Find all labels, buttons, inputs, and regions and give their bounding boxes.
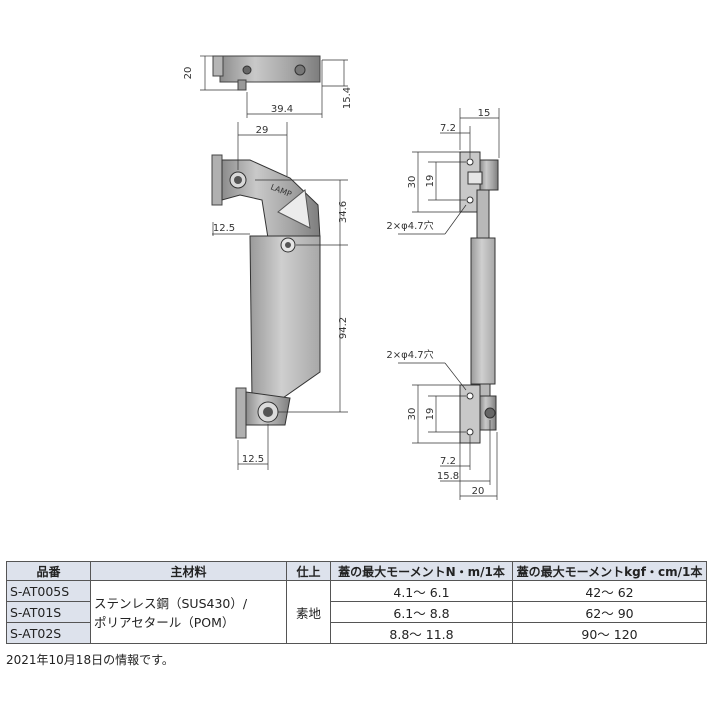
table-row: S-AT02S 8.8～ 11.8 90～ 120 (6, 622, 707, 644)
front-dim-upper-offset: 12.5 (213, 223, 235, 234)
side-dim-lower-height: 30 (407, 408, 418, 421)
material-cell: ステンレス鋼（SUS430）/ ポリアセタール（POM） (90, 580, 287, 644)
side-dim-bottom-offset2: 15.8 (437, 471, 459, 482)
side-dim-top-width: 15 (478, 108, 491, 119)
part-number: S-AT01S (6, 601, 91, 623)
header-finish: 仕上 (286, 561, 331, 581)
material-line2: ポリアセタール（POM） (94, 615, 235, 630)
header-moment-kgf: 蓋の最大モーメントkgf・cm/1本 (512, 561, 707, 581)
front-dim-lower-offset: 12.5 (242, 454, 264, 465)
part-number: S-AT005S (6, 580, 91, 602)
technical-drawing: 20 39.4 15.4 LAMP 29 12.5 (183, 55, 500, 500)
side-dim-lower-inner: 19 (425, 408, 436, 421)
moment-kgf: 90～ 120 (512, 622, 707, 644)
front-dim-top-width: 29 (256, 125, 269, 136)
finish-cell: 素地 (286, 580, 331, 644)
side-dim-top-offset: 7.2 (440, 123, 456, 134)
header-moment-nm: 蓋の最大モーメントN・m/1本 (330, 561, 513, 581)
part-number: S-AT02S (6, 622, 91, 644)
table-row: S-AT005S ステンレス鋼（SUS430）/ ポリアセタール（POM） 素地… (6, 580, 707, 644)
side-dim-lower-hole: 2×φ4.7穴 (386, 348, 433, 361)
top-dim-offset: 15.4 (342, 87, 353, 109)
top-dim-height: 20 (183, 67, 194, 80)
side-dim-bottom-offset: 7.2 (440, 456, 456, 467)
top-view: 20 39.4 15.4 (183, 55, 353, 118)
moment-nm: 8.8～ 11.8 (330, 622, 513, 644)
material-line1: ステンレス鋼（SUS430）/ (94, 596, 248, 611)
moment-kgf: 62～ 90 (512, 601, 707, 623)
spec-table: 品番 主材料 仕上 蓋の最大モーメントN・m/1本 蓋の最大モーメントkgf・c… (6, 561, 707, 644)
moment-kgf: 42～ 62 (512, 580, 707, 602)
header-material: 主材料 (90, 561, 287, 581)
side-dim-upper-hole: 2×φ4.7穴 (386, 219, 433, 232)
table-row: S-AT01S 6.1～ 8.8 62～ 90 (6, 601, 707, 623)
table-header-row: 品番 主材料 仕上 蓋の最大モーメントN・m/1本 蓋の最大モーメントkgf・c… (6, 561, 707, 581)
side-dim-upper-inner: 19 (425, 175, 436, 188)
side-dim-bottom-width: 20 (472, 486, 485, 497)
side-dim-upper-height: 30 (407, 176, 418, 189)
top-dim-width: 39.4 (271, 104, 293, 115)
moment-nm: 4.1～ 6.1 (330, 580, 513, 602)
header-part-number: 品番 (6, 561, 91, 581)
moment-nm: 6.1～ 8.8 (330, 601, 513, 623)
front-dim-upper-height: 34.6 (338, 201, 349, 223)
footnote: 2021年10月18日の情報です。 (6, 653, 174, 667)
front-dim-total-height: 94.2 (338, 317, 349, 339)
side-view: 15 7.2 30 19 2×φ4.7穴 2×φ4.7穴 30 19 7.2 (386, 108, 500, 500)
front-view: LAMP 29 12.5 12.5 34.6 94.2 (211, 122, 349, 470)
